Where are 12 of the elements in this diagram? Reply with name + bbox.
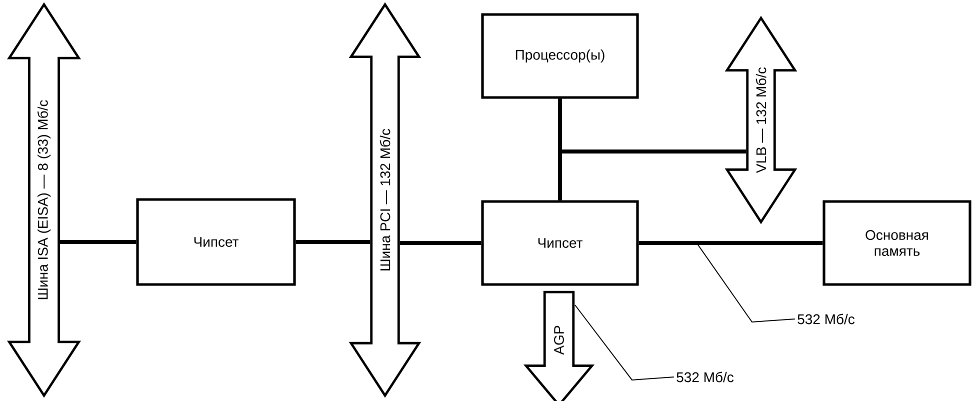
processor-box: Процессор(ы) [481, 13, 639, 99]
connector-line [296, 240, 370, 244]
leader-text: 532 Мб/с [676, 372, 734, 382]
chipset-box: Чипсет [136, 198, 296, 286]
connector-line [558, 150, 746, 200]
leader-text: 532 Мб/с [798, 314, 855, 324]
connector-line [400, 241, 482, 245]
memory-box: Основная память [822, 200, 972, 286]
connector-line [638, 241, 823, 245]
connector-line [60, 240, 136, 244]
chipset-box: Чипсет [481, 200, 639, 286]
leader-line [574, 304, 674, 380]
